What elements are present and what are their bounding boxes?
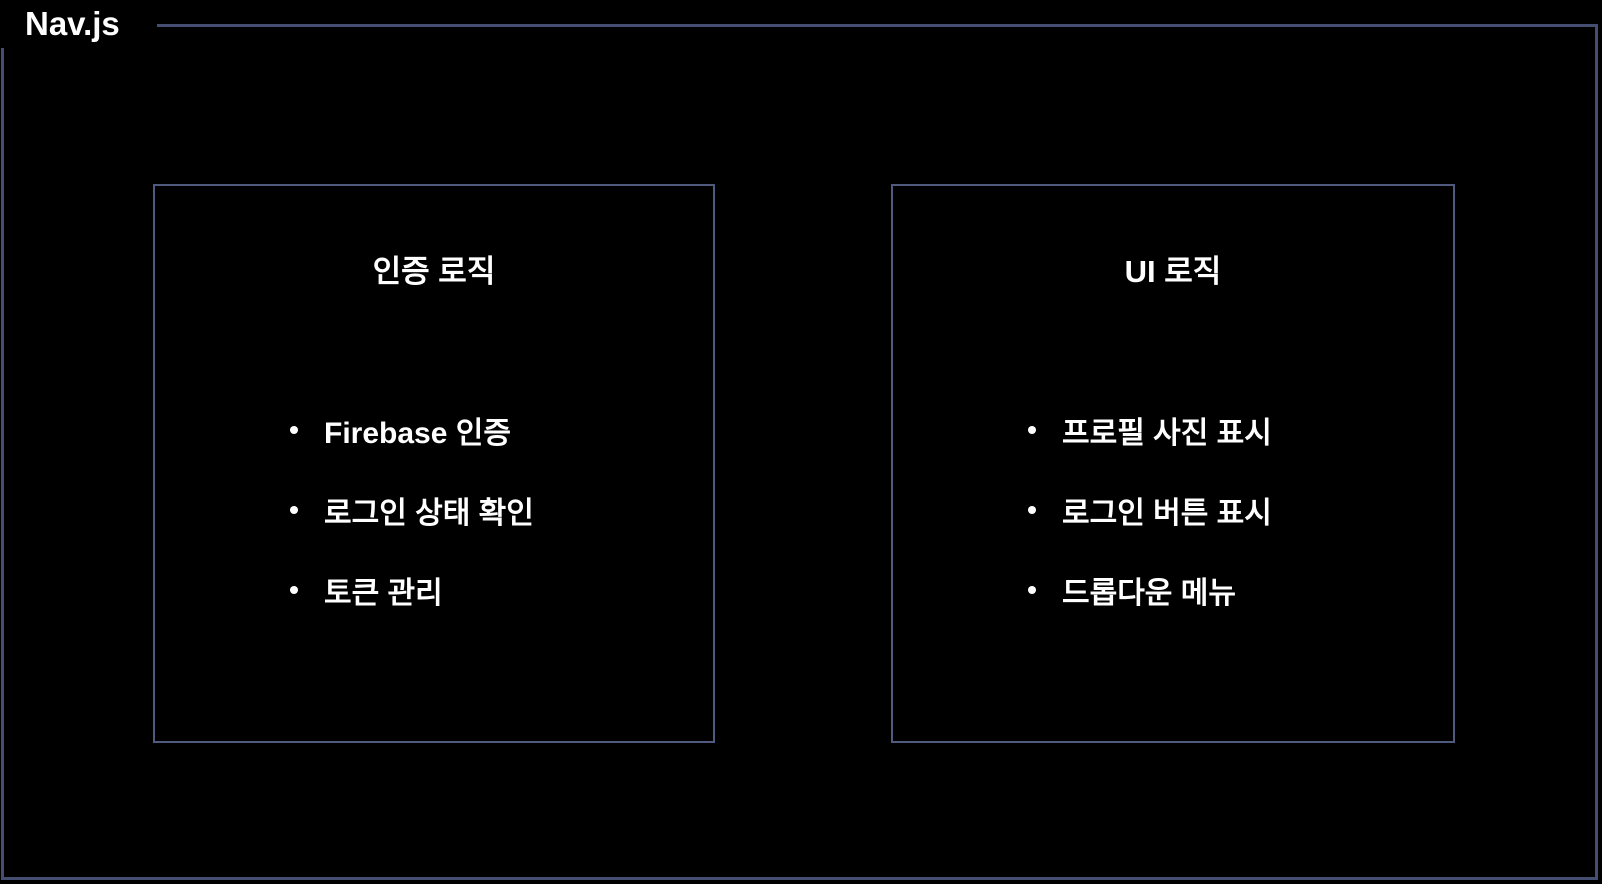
list-item: Firebase 인증 (290, 410, 713, 450)
list-item-label: Firebase 인증 (324, 417, 511, 450)
list-item-label: 드롭다운 메뉴 (1062, 577, 1236, 610)
auth-logic-box: 인증 로직 Firebase 인증 로그인 상태 확인 토큰 관리 (153, 184, 715, 743)
bullet-icon (290, 426, 298, 434)
ui-logic-list: 프로필 사진 표시 로그인 버튼 표시 드롭다운 메뉴 (1028, 410, 1453, 610)
list-item-label: 토큰 관리 (324, 577, 443, 610)
list-item: 로그인 상태 확인 (290, 490, 713, 530)
bullet-icon (1028, 586, 1036, 594)
auth-logic-title: 인증 로직 (372, 254, 496, 289)
bullet-icon (1028, 426, 1036, 434)
list-item-label: 프로필 사진 표시 (1062, 417, 1272, 450)
ui-logic-box: UI 로직 프로필 사진 표시 로그인 버튼 표시 드롭다운 메뉴 (891, 184, 1455, 743)
list-item: 프로필 사진 표시 (1028, 410, 1453, 450)
list-item: 드롭다운 메뉴 (1028, 570, 1453, 610)
bullet-icon (290, 506, 298, 514)
nav-js-container-frame (1, 24, 1598, 880)
bullet-icon (290, 586, 298, 594)
ui-logic-title: UI 로직 (1124, 254, 1222, 289)
bullet-icon (1028, 506, 1036, 514)
list-item-label: 로그인 버튼 표시 (1062, 497, 1272, 530)
list-item-label: 로그인 상태 확인 (324, 497, 534, 530)
frame-title: Nav.js (0, 0, 157, 48)
list-item: 토큰 관리 (290, 570, 713, 610)
list-item: 로그인 버튼 표시 (1028, 490, 1453, 530)
auth-logic-list: Firebase 인증 로그인 상태 확인 토큰 관리 (290, 410, 713, 610)
